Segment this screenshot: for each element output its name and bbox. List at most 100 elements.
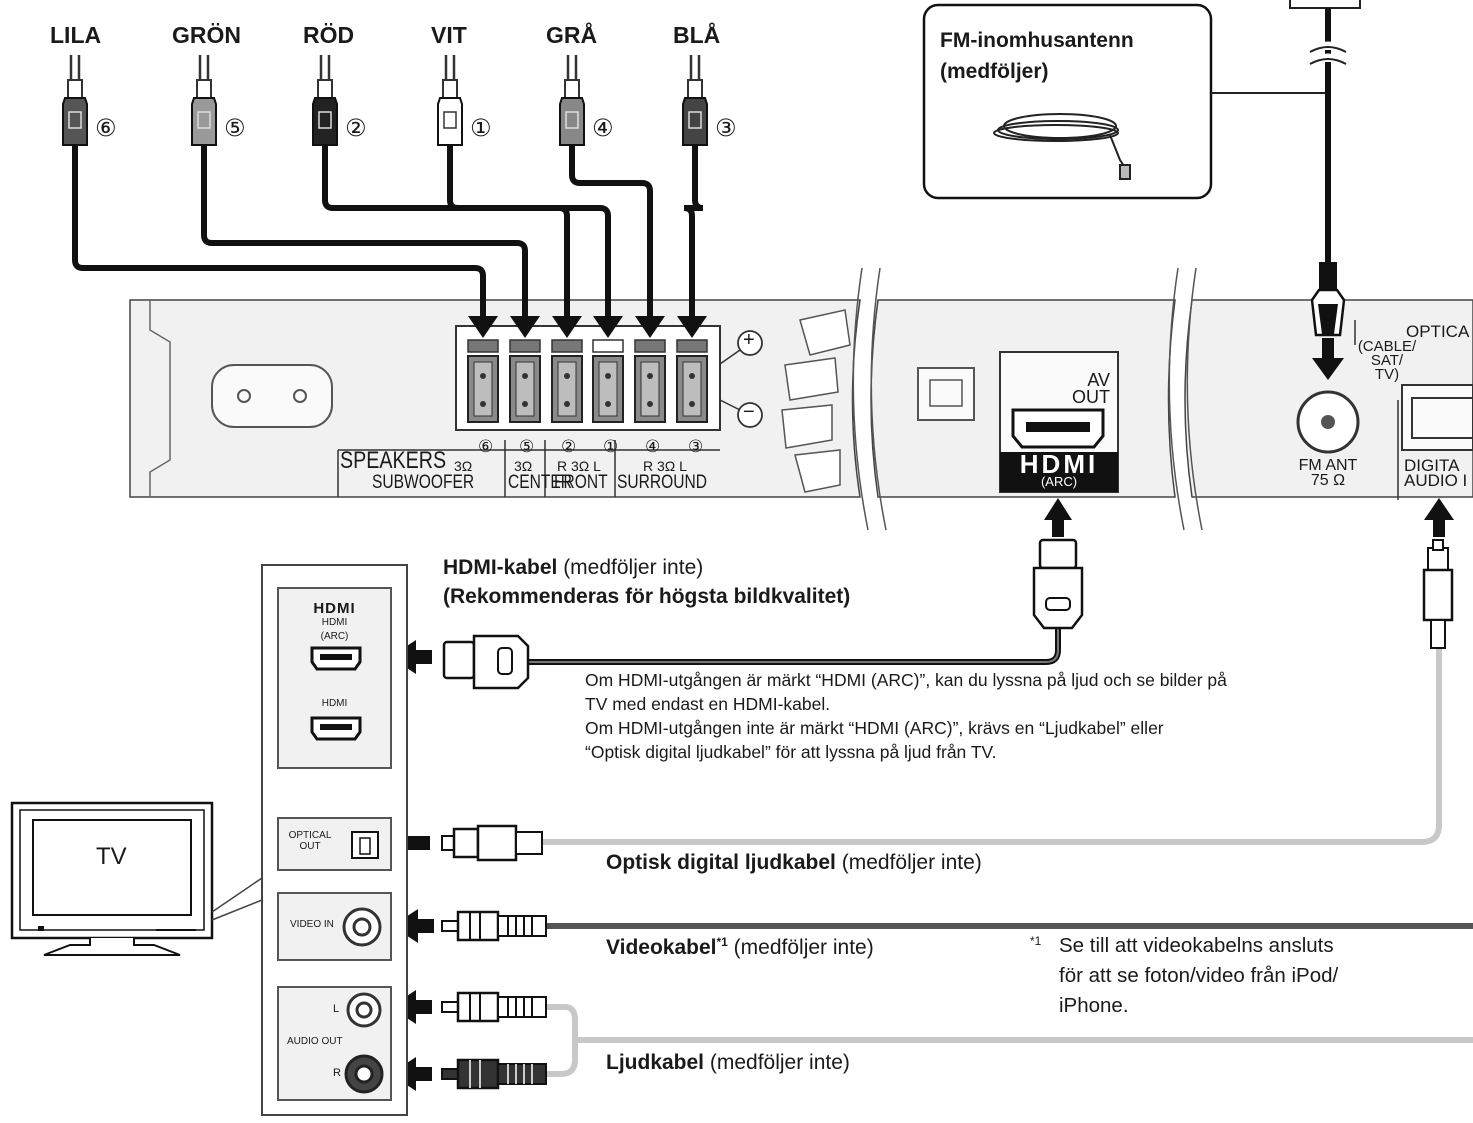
center-label: CENTER xyxy=(508,472,573,493)
speaker-wire-2 xyxy=(191,55,540,338)
hdmi-cable-suffix: (medföljer inte) xyxy=(557,556,704,579)
hdmi-note-line2: TV med endast en HDMI-kabel. xyxy=(585,694,831,714)
footnote-marker: *1 xyxy=(1030,934,1042,948)
optical-in-label: OPTICA xyxy=(1406,322,1470,341)
hdmi-cable xyxy=(442,538,1084,690)
terminal-number-2: ⑤ xyxy=(519,437,535,456)
power-inlet xyxy=(211,364,333,428)
speaker-wire-4 xyxy=(437,55,623,338)
tv-icon xyxy=(10,801,263,956)
speaker-terminal-4[interactable] xyxy=(592,339,624,423)
main-unit-panel xyxy=(129,267,1473,531)
speaker-terminal-2[interactable] xyxy=(509,339,541,423)
hdmi-note-line1: Om HDMI-utgången är märkt “HDMI (ARC)”, … xyxy=(585,670,1227,690)
speaker-terminal-1[interactable] xyxy=(467,339,499,423)
audio-cable-title: Ljudkabel xyxy=(606,1051,705,1074)
av-out-label: AV OUT xyxy=(1068,370,1110,407)
terminal-number-1: ⑥ xyxy=(478,437,494,456)
video-cable-footnote-ref: *1 xyxy=(716,935,728,949)
minus-sign: − xyxy=(743,401,755,423)
optical-cable-suffix: (medföljer inte) xyxy=(835,851,982,874)
wire-number-5: ④ xyxy=(592,115,614,142)
tv-hdmi-sub-label: HDMI xyxy=(321,617,348,628)
wire-color-label-2: GRÖN xyxy=(172,22,241,48)
speaker-terminal-6[interactable] xyxy=(676,339,708,423)
audio-cable-caption: Ljudkabel (medföljer inte) xyxy=(606,1051,850,1075)
speaker-terminal-5[interactable] xyxy=(634,339,666,423)
terminal-number-4: ① xyxy=(603,437,619,456)
hdmi-recommend-caption: (Rekommenderas för högsta bildkvalitet) xyxy=(443,585,850,609)
video-cable xyxy=(441,910,1473,942)
tv-label: TV xyxy=(96,843,127,870)
tv-optical-out-label: OPTICAL OUT xyxy=(286,830,334,852)
terminal-number-6: ③ xyxy=(688,437,704,456)
digital-audio-line2: AUDIO I xyxy=(1404,471,1468,490)
digital-audio-in-label: DIGITA AUDIO I xyxy=(1404,457,1468,490)
terminal-number-3: ② xyxy=(561,437,577,456)
unit-hdmi-arc: (ARC) xyxy=(1040,474,1078,489)
wire-color-label-6: BLÅ xyxy=(673,22,721,48)
av-out-line1: AV xyxy=(1087,370,1110,390)
video-cable-title: Videokabel xyxy=(606,936,717,959)
hdmi-note-line3: Om HDMI-utgången inte är märkt “HDMI (AR… xyxy=(585,718,1164,738)
fm-antenna-title-line2: (medföljer) xyxy=(940,60,1049,83)
wire-number-6: ③ xyxy=(715,115,737,142)
tv-hdmi-second-label: HDMI xyxy=(321,698,348,709)
footnote-line3: iPhone. xyxy=(1059,994,1129,1017)
fm-antenna-title-line1: FM-inomhusantenn xyxy=(940,29,1134,52)
speaker-wire-6 xyxy=(677,55,708,338)
surround-ohm-label: R 3Ω L xyxy=(643,458,687,474)
fm-ant-label: FM ANT 75 Ω xyxy=(1292,457,1364,489)
audio-cable xyxy=(441,991,1473,1090)
cable-sat-line2: SAT/ xyxy=(1370,352,1404,369)
wire-number-2: ⑤ xyxy=(224,115,246,142)
cable-sat-tv-label: (CABLE/ SAT/ TV) xyxy=(1356,338,1418,382)
wire-number-4: ① xyxy=(470,115,492,142)
cooling-fan xyxy=(781,309,851,493)
speaker-terminal-3[interactable] xyxy=(551,339,583,423)
fm-antenna xyxy=(922,0,1361,337)
hdmi-cable-title: HDMI-kabel xyxy=(443,556,558,579)
wire-color-label-5: GRÅ xyxy=(546,22,598,48)
polarity-symbols xyxy=(719,330,763,428)
video-cable-caption: Videokabel*1 (medföljer inte) xyxy=(606,935,874,960)
hdmi-cable-caption: HDMI-kabel (medföljer inte) xyxy=(443,556,703,580)
fm-ant-line1: FM ANT xyxy=(1298,457,1358,474)
subwoofer-label: SUBWOOFER xyxy=(372,472,475,493)
tv-back-panel xyxy=(261,564,408,1116)
optical-cable xyxy=(441,539,1454,862)
cable-sat-line1: (CABLE/ xyxy=(1357,338,1417,355)
speaker-wires xyxy=(62,55,708,338)
tv-audio-l-label: L xyxy=(333,1003,340,1015)
lan-port xyxy=(917,367,975,421)
fm-antenna-title: FM-inomhusantenn (medföljer) xyxy=(940,25,1134,87)
tv-audio-r-label: R xyxy=(333,1067,341,1079)
wire-color-label-1: LILA xyxy=(50,22,102,48)
tv-optical-out-line1: OPTICAL xyxy=(288,830,332,841)
wire-number-3: ② xyxy=(345,115,367,142)
terminal-number-5: ④ xyxy=(645,437,661,456)
speaker-wire-5 xyxy=(559,55,665,338)
av-out-line2: OUT xyxy=(1072,387,1110,407)
footnote-line1: Se till att videokabelns ansluts xyxy=(1059,934,1334,957)
optical-in-port[interactable] xyxy=(1401,384,1473,451)
optical-cable-caption: Optisk digital ljudkabel (medföljer inte… xyxy=(606,851,982,875)
tv-optical-out-line2: OUT xyxy=(299,841,321,852)
tv-hdmi-logo: HDMI xyxy=(313,600,356,617)
wire-color-label-3: RÖD xyxy=(303,22,355,48)
optical-cable-title: Optisk digital ljudkabel xyxy=(606,851,836,874)
video-cable-suffix: (medföljer inte) xyxy=(727,936,874,959)
tv-hdmi-arc-label: (ARC) xyxy=(320,631,349,642)
fm-antenna-coil-icon xyxy=(993,113,1131,180)
footnote-text: Se till att videokabelns ansluts för att… xyxy=(1059,931,1338,1021)
wire-number-1: ⑥ xyxy=(95,115,117,142)
surround-label: SURROUND xyxy=(617,472,708,493)
plus-sign: + xyxy=(743,329,755,351)
unit-hdmi-logo: HDMI xyxy=(1019,449,1099,479)
fm-ant-line2: 75 Ω xyxy=(1310,472,1346,489)
hdmi-logo-bar xyxy=(1000,452,1118,492)
tv-video-in-label: VIDEO IN xyxy=(290,919,334,930)
hdmi-recommend-text: (Rekommenderas för högsta bildkvalitet) xyxy=(443,585,851,608)
front-ohm-label: R 3Ω L xyxy=(557,458,601,474)
